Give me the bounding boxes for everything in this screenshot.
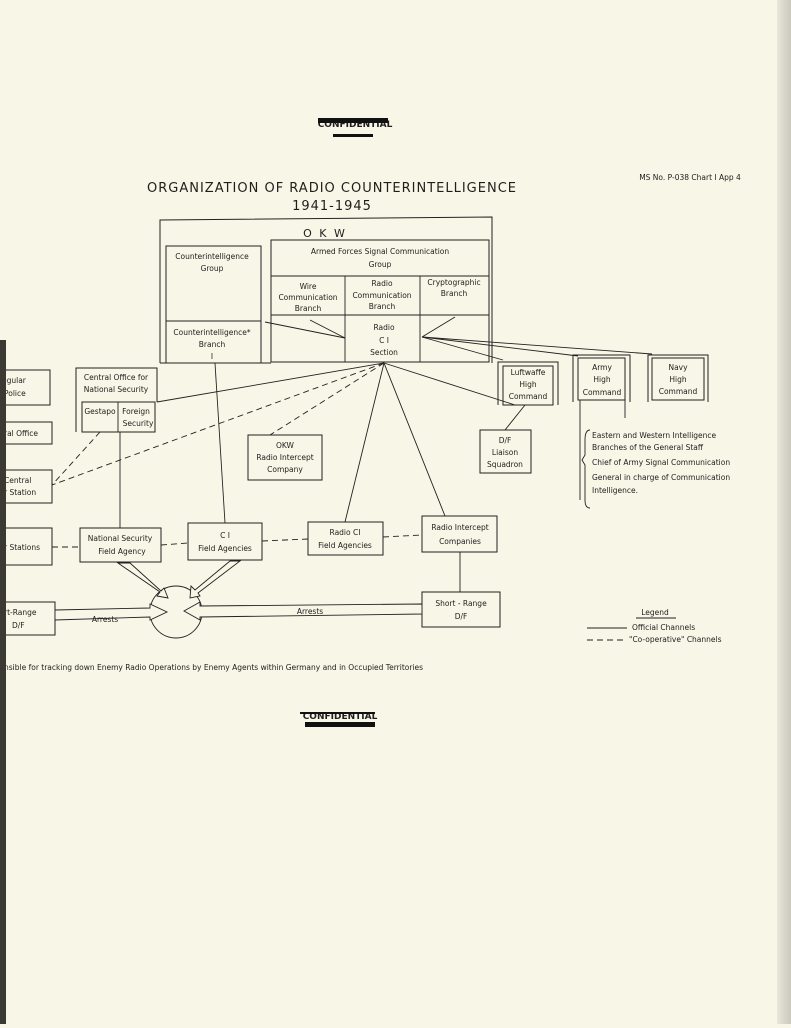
- svg-text:Communication: Communication: [278, 293, 337, 302]
- svg-text:Armed Forces Signal Communicat: Armed Forces Signal Communication: [311, 247, 450, 256]
- svg-text:Police: Police: [4, 389, 26, 398]
- svg-text:Army: Army: [592, 363, 612, 372]
- navy-high-command: Navy High Command: [647, 354, 709, 402]
- radio-ci-field-agencies: Radio CI Field Agencies: [307, 521, 384, 556]
- arrests-label-left: Arrests: [92, 615, 118, 624]
- svg-text:CONFIDENTIAL: CONFIDENTIAL: [303, 712, 378, 722]
- arrests-label-right: Arrests: [297, 607, 323, 616]
- svg-text:Radio: Radio: [371, 279, 392, 288]
- svg-text:Navy: Navy: [668, 363, 688, 372]
- df-liaison-squadron: D/F Liaison Squadron: [479, 429, 532, 474]
- svg-text:Radio CI: Radio CI: [330, 528, 361, 537]
- svg-text:High: High: [593, 375, 610, 384]
- svg-text:High: High: [519, 380, 536, 389]
- svg-text:C I: C I: [220, 531, 230, 540]
- svg-text:"Co-operative" Channels: "Co-operative" Channels: [629, 635, 722, 644]
- svg-text:High: High: [669, 375, 686, 384]
- svg-text:Chief of Army Signal Communica: Chief of Army Signal Communication: [592, 458, 730, 467]
- svg-text:Legend: Legend: [641, 608, 669, 617]
- footnote: nsible for tracking down Enemy Radio Ope…: [4, 663, 423, 672]
- svg-text:Official Channels: Official Channels: [632, 623, 695, 632]
- official-channel-lines: [119, 362, 526, 592]
- afsc-group-box: Armed Forces Signal Communication Group …: [264, 239, 490, 363]
- army-note: Eastern and Western Intelligence Branche…: [581, 429, 730, 509]
- svg-text:Branch: Branch: [295, 304, 322, 313]
- svg-text:D/F: D/F: [455, 612, 468, 621]
- svg-text:Gestapo: Gestapo: [84, 407, 116, 416]
- svg-text:D/F: D/F: [499, 436, 512, 445]
- svg-text:Group: Group: [369, 260, 392, 269]
- svg-text:Radio Intercept: Radio Intercept: [431, 523, 488, 532]
- svg-text:O K W: O K W: [303, 227, 347, 240]
- svg-text:Counterintelligence: Counterintelligence: [175, 252, 249, 261]
- svg-text:Branches of the General Staff: Branches of the General Staff: [592, 443, 704, 452]
- svg-text:Companies: Companies: [439, 537, 481, 546]
- arrests-hub: Arrests Arrests: [54, 560, 423, 639]
- national-security-field-agency: National Security Field Agency: [79, 527, 162, 563]
- svg-text:National Security: National Security: [84, 385, 149, 394]
- luftwaffe-high-command: Luftwaffe High Command: [497, 361, 559, 406]
- central-office-national-security: Central Office for National Security Ges…: [75, 367, 158, 433]
- svg-text:OKW: OKW: [276, 441, 295, 450]
- svg-text:egular: egular: [2, 376, 27, 385]
- svg-text:Communication: Communication: [352, 291, 411, 300]
- svg-text:r Stations: r Stations: [4, 543, 40, 552]
- svg-text:Radio: Radio: [373, 323, 394, 332]
- cooperative-channel-lines: [51, 362, 423, 548]
- svg-text:Branch: Branch: [369, 302, 396, 311]
- svg-text:Luftwaffe: Luftwaffe: [511, 368, 546, 377]
- svg-text:Liaison: Liaison: [492, 448, 518, 457]
- svg-text:C I: C I: [379, 336, 389, 345]
- svg-text:Squadron: Squadron: [487, 460, 523, 469]
- svg-text:Intelligence.: Intelligence.: [592, 486, 638, 495]
- svg-text:Security: Security: [123, 419, 154, 428]
- svg-text:CONFIDENTIAL: CONFIDENTIAL: [318, 120, 393, 130]
- legend: Legend Official Channels "Co-operative" …: [587, 608, 722, 644]
- svg-text:Command: Command: [583, 388, 622, 397]
- ci-group-box: Counterintelligence Group Counterintelli…: [165, 245, 262, 364]
- chart-subtitle: 1941-1945: [292, 199, 372, 214]
- chart-title: ORGANIZATION OF RADIO COUNTERINTELLIGENC…: [147, 181, 517, 196]
- svg-text:National Security: National Security: [88, 534, 153, 543]
- svg-text:Short - Range: Short - Range: [435, 599, 487, 608]
- svg-text:ral Office: ral Office: [4, 429, 38, 438]
- svg-text:Group: Group: [201, 264, 224, 273]
- svg-text:Foreign: Foreign: [122, 407, 150, 416]
- svg-text:Company: Company: [267, 465, 303, 474]
- svg-text:D/F: D/F: [12, 621, 25, 630]
- radio-intercept-companies: Radio Intercept Companies: [421, 515, 498, 553]
- svg-text:r Station: r Station: [4, 488, 36, 497]
- scan-edge-right: [777, 0, 791, 1024]
- svg-text:Central: Central: [4, 476, 31, 485]
- svg-text:Command: Command: [509, 392, 548, 401]
- svg-text:Branch: Branch: [199, 340, 226, 349]
- svg-text:Central Office for: Central Office for: [84, 373, 149, 382]
- svg-text:General in charge of Communica: General in charge of Communication: [592, 473, 730, 482]
- okw-radio-intercept-company: OKW Radio Intercept Company: [247, 434, 323, 481]
- short-range-df: Short - Range D/F: [421, 591, 501, 628]
- svg-text:Cryptographic: Cryptographic: [427, 278, 480, 287]
- svg-text:rt-Range: rt-Range: [4, 608, 37, 617]
- svg-text:Field Agencies: Field Agencies: [318, 541, 372, 550]
- confidential-stamp-bottom: CONFIDENTIAL: [300, 712, 378, 727]
- svg-text:Section: Section: [370, 348, 398, 357]
- confidential-stamp-top: CONFIDENTIAL: [318, 118, 393, 137]
- svg-text:Wire: Wire: [300, 282, 317, 291]
- reference-number: MS No. P-038 Chart I App 4: [639, 173, 741, 182]
- svg-text:Command: Command: [659, 387, 698, 396]
- svg-text:Branch: Branch: [441, 289, 468, 298]
- army-high-command: Army High Command: [572, 354, 631, 402]
- scan-edge-left: [0, 340, 6, 1024]
- svg-text:I: I: [211, 352, 213, 361]
- svg-text:Radio Intercept: Radio Intercept: [256, 453, 313, 462]
- svg-text:Eastern and Western Intelligen: Eastern and Western Intelligence: [592, 431, 717, 440]
- ci-field-agencies: C I Field Agencies: [187, 522, 263, 561]
- svg-text:Counterintelligence*: Counterintelligence*: [173, 328, 250, 337]
- svg-text:Field Agency: Field Agency: [98, 547, 146, 556]
- svg-text:Field Agencies: Field Agencies: [198, 544, 252, 553]
